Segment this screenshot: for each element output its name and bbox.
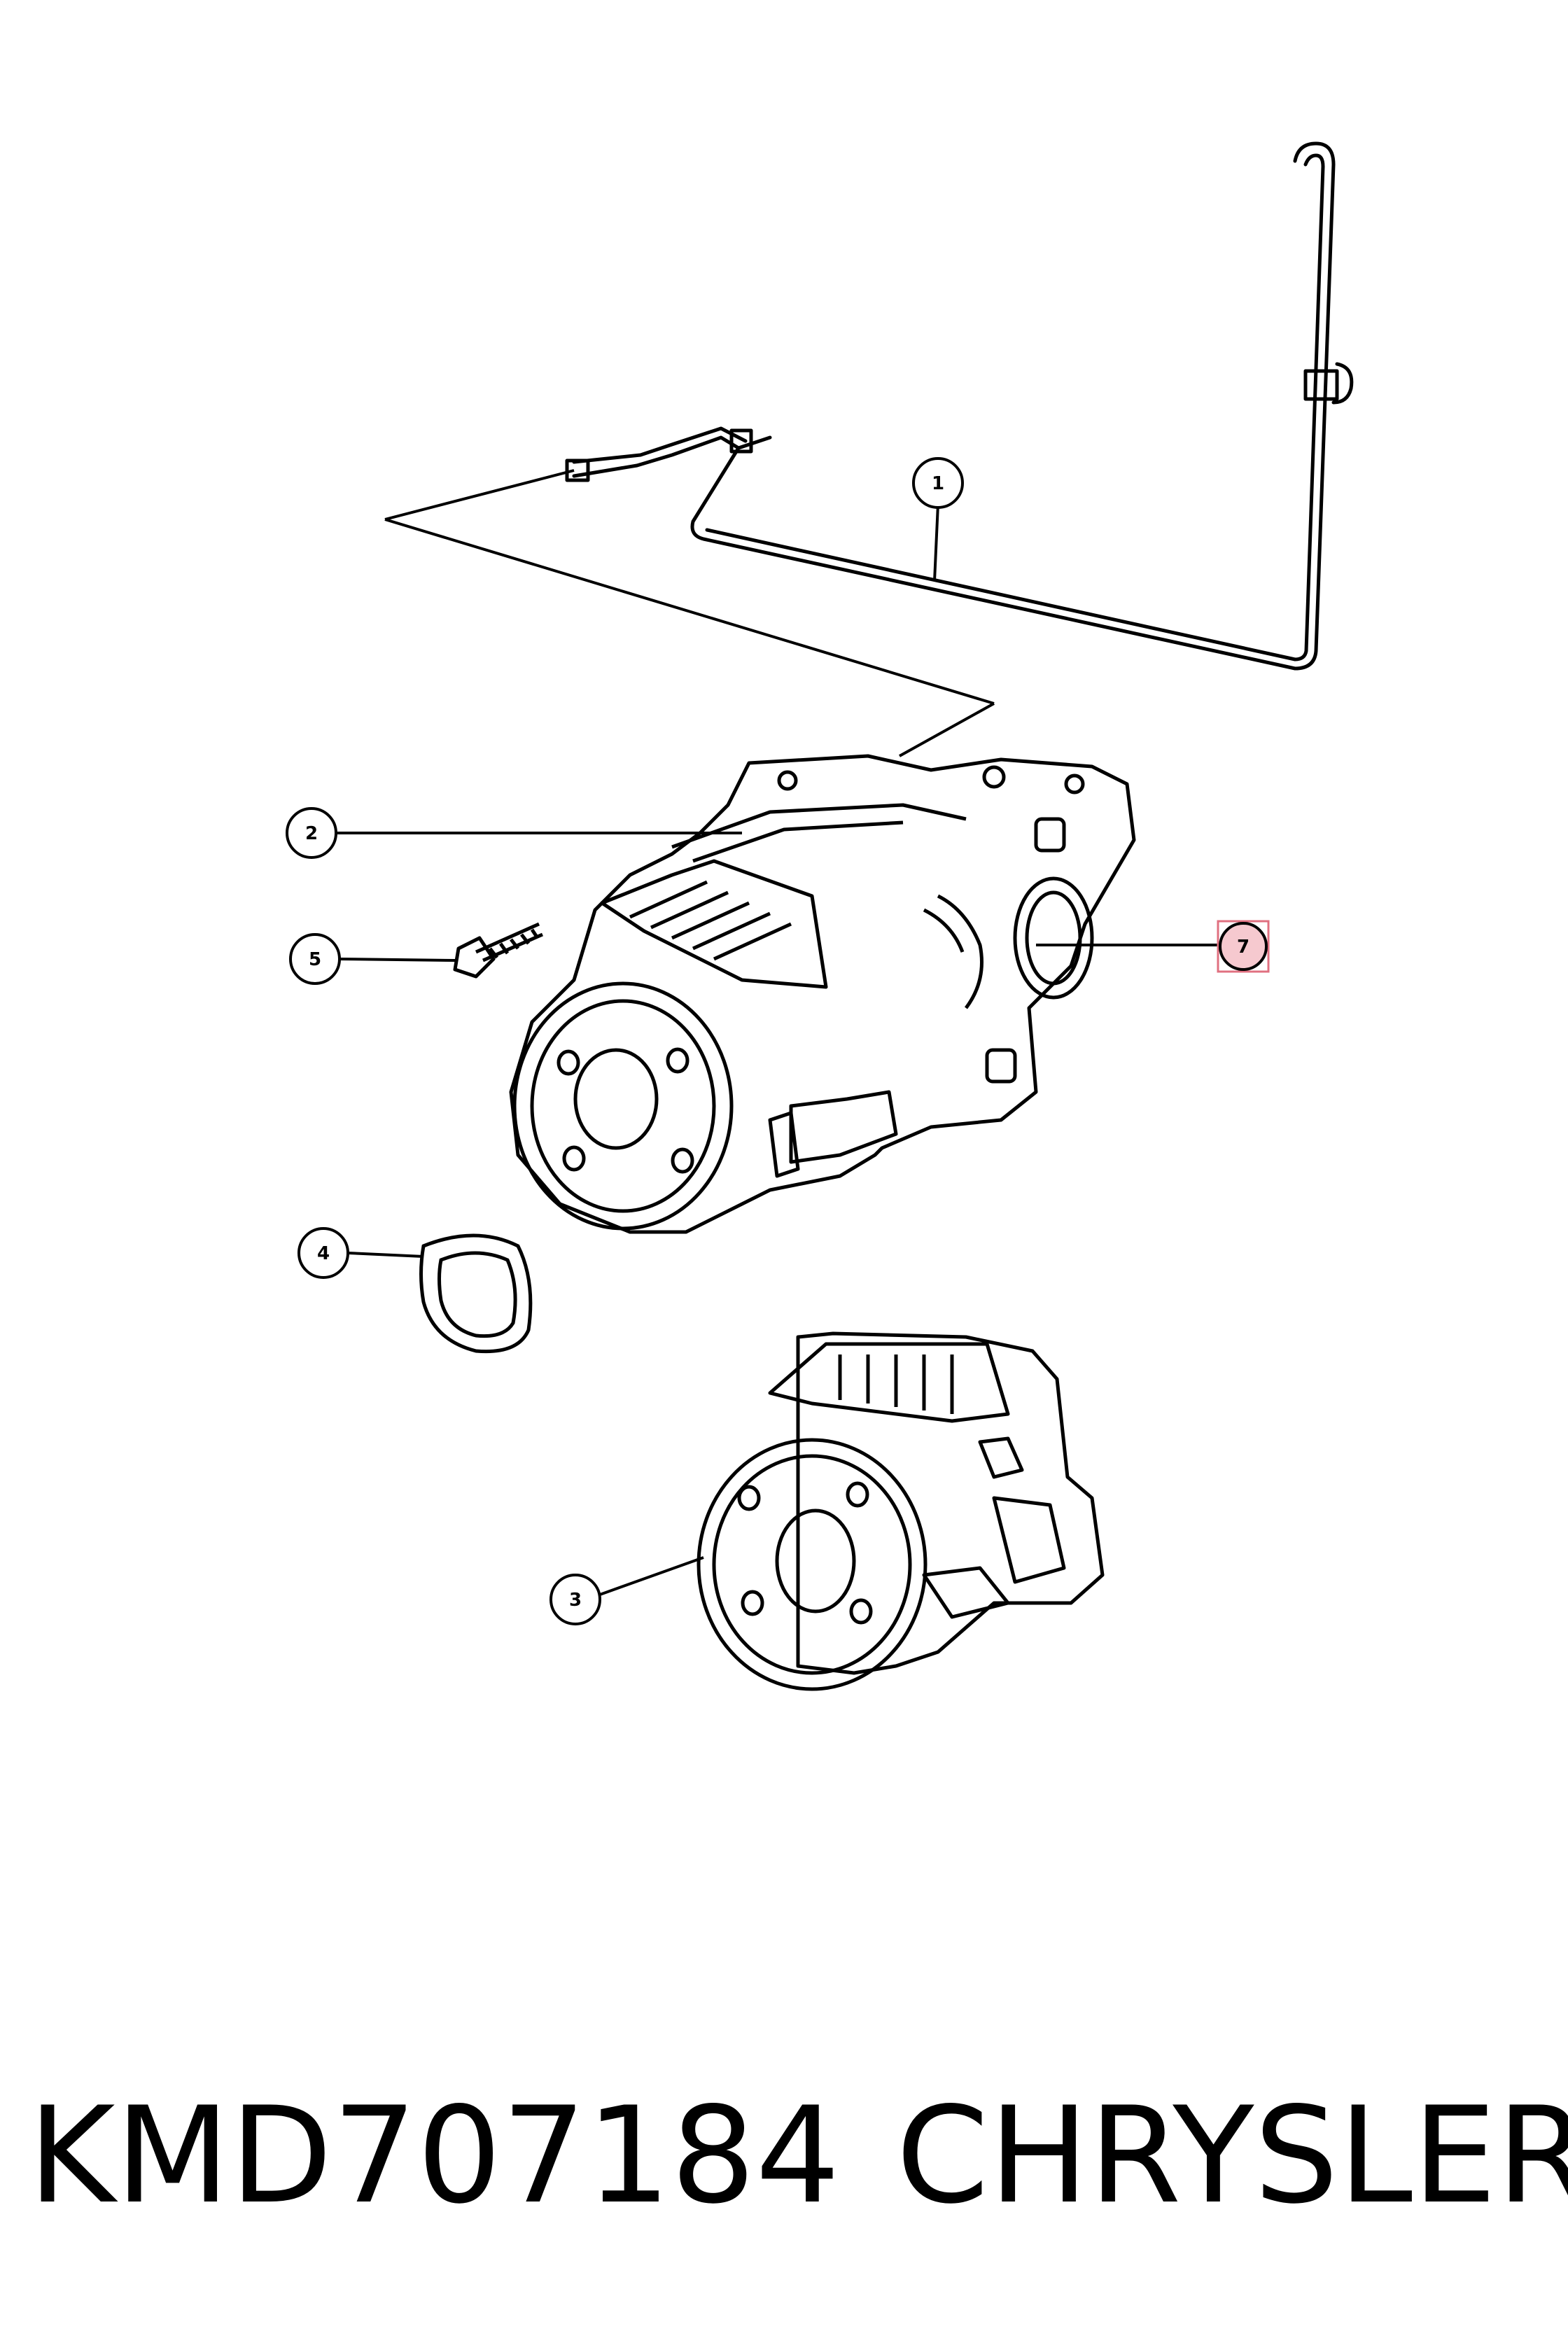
leader-line-3 — [599, 1556, 704, 1596]
callout-2-number: 2 — [305, 823, 318, 844]
callout-3-number: 3 — [569, 1590, 582, 1611]
footer: KMD707184 CHRYSLER — [28, 2072, 1568, 2240]
callout-5[interactable]: 5 — [289, 933, 341, 985]
callout-3[interactable]: 3 — [550, 1574, 601, 1625]
callout-7-number: 7 — [1237, 937, 1250, 958]
callout-4-number: 4 — [317, 1243, 330, 1264]
callout-1[interactable]: 1 — [912, 457, 964, 509]
vent-tube-part — [565, 141, 1354, 671]
part-number: KMD707184 — [28, 2078, 841, 2233]
gear-unit-part — [696, 1331, 1105, 1691]
leader-line-4 — [347, 1252, 424, 1258]
differential-assembly-part — [509, 754, 1136, 1234]
callout-2[interactable]: 2 — [286, 807, 337, 859]
callout-4[interactable]: 4 — [298, 1227, 349, 1279]
leader-lines-tube — [384, 469, 995, 757]
callout-1-number: 1 — [932, 473, 944, 494]
leader-line-5 — [338, 958, 456, 962]
brand-name: CHRYSLER — [896, 2078, 1568, 2233]
bolt-part — [453, 922, 543, 979]
callout-7[interactable]: 7 — [1217, 920, 1270, 973]
gasket-part — [419, 1233, 533, 1354]
callout-5-number: 5 — [309, 949, 321, 970]
callout-7-highlight — [1217, 920, 1270, 973]
